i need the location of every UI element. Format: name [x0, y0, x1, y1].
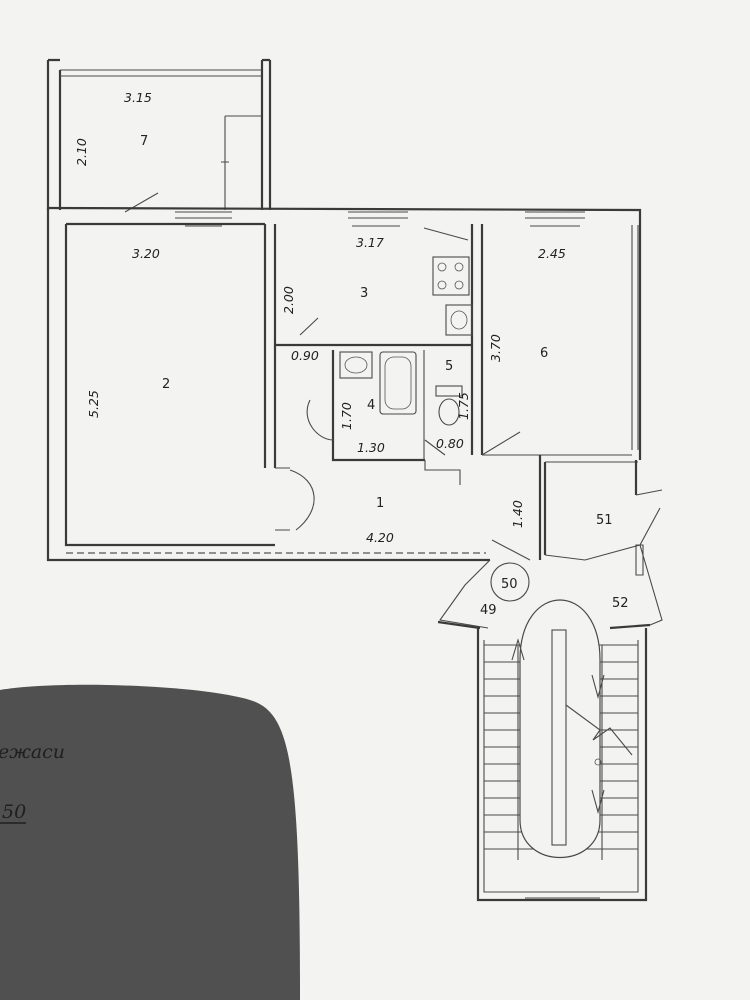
dim-hall-width: 1.40 — [510, 500, 525, 528]
fixtures — [339, 256, 473, 426]
dim-room2-width: 3.20 — [132, 246, 160, 261]
room-2-label: 2 — [162, 377, 170, 392]
room-49-label: 49 — [480, 603, 497, 618]
room-51-label: 51 — [596, 513, 613, 528]
apartment-walls — [46, 206, 642, 562]
room-3-label: 3 — [360, 286, 368, 301]
toilet-icon — [435, 385, 463, 397]
dim-balcony-depth: 2.10 — [74, 138, 89, 166]
bathtub-icon — [379, 351, 417, 415]
room-6-label: 6 — [540, 346, 548, 361]
caption-line-2: 50 — [2, 801, 26, 823]
room-50-label: 50 — [501, 577, 518, 592]
dim-room6-width: 2.45 — [538, 246, 566, 261]
dim-kitchen-width: 3.17 — [356, 235, 384, 250]
dim-wc-width: 0.80 — [436, 436, 464, 451]
room-1-label: 1 — [376, 496, 384, 511]
stair-landing — [437, 544, 663, 630]
dim-room6-length: 3.70 — [488, 334, 503, 362]
dim-bath-depth: 1.70 — [339, 402, 354, 430]
shadow-overlay — [0, 684, 300, 1000]
room-7-label: 7 — [140, 134, 148, 149]
room-5-label: 5 — [445, 359, 453, 374]
room-52-label: 52 — [612, 596, 629, 611]
interior-walls — [263, 224, 638, 560]
dim-bath-width: 1.30 — [357, 440, 385, 455]
stove-icon — [432, 256, 470, 296]
dim-room2-length: 5.25 — [86, 390, 101, 418]
caption-line-1: ежаси — [0, 741, 65, 763]
dim-kitchen-depth: 2.00 — [281, 286, 296, 314]
kitchen-sink-icon — [445, 304, 473, 336]
staircase — [476, 599, 648, 902]
dim-corridor-small: 0.90 — [291, 348, 319, 363]
dim-hall-length: 4.20 — [366, 530, 394, 545]
room-4-label: 4 — [367, 398, 375, 413]
dim-balcony-width: 3.15 — [124, 90, 152, 105]
room-50-marker — [490, 562, 530, 602]
bathroom-sink-icon — [339, 351, 373, 379]
dim-wc-depth: 1.75 — [456, 392, 471, 420]
balcony — [46, 58, 272, 213]
doors — [289, 227, 663, 561]
